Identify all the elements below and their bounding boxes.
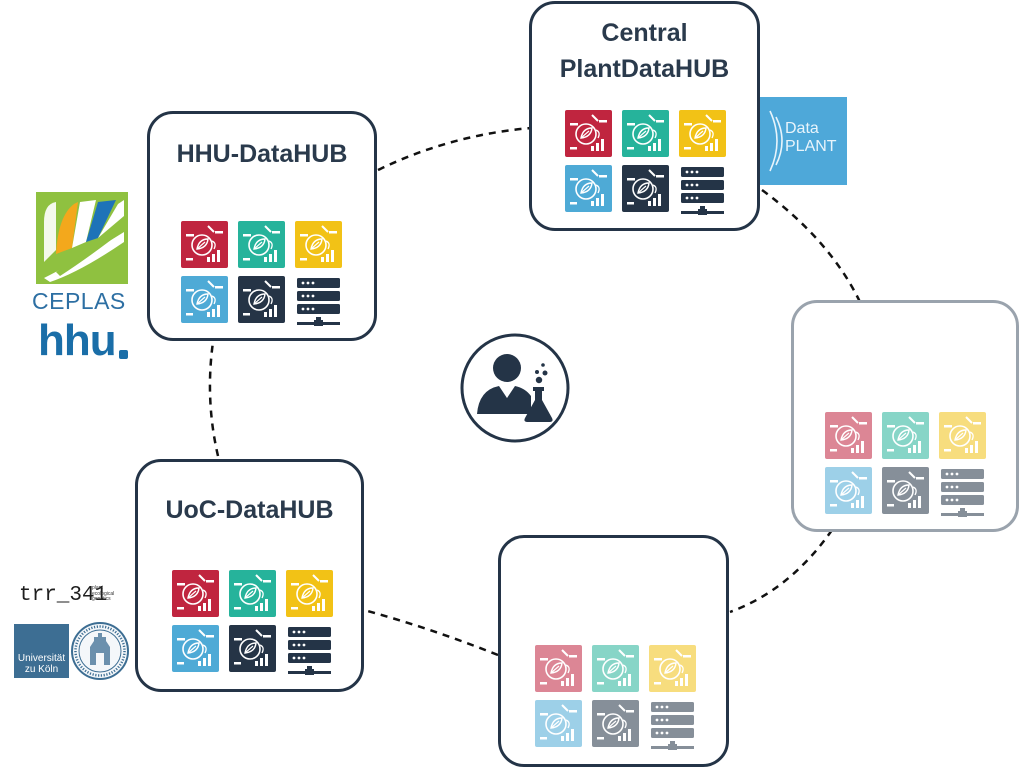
uni-koeln-seal-icon <box>71 622 129 680</box>
plant-data-tile-icon <box>939 412 986 459</box>
trr-sublabel: plant ecological genetics <box>92 585 115 602</box>
uni-koeln-label-line1: Universität <box>17 653 66 664</box>
plant-data-tile-icon <box>882 412 929 459</box>
connector-uoc-hhu <box>208 341 220 457</box>
central-plantdatahub: Central PlantDataHUB <box>529 1 760 231</box>
hub-title: HHU-DataHUB <box>176 140 348 168</box>
connector-bottom-uoc <box>363 608 499 657</box>
plant-data-tile-icon <box>565 110 612 157</box>
connector-hhu-central <box>377 126 532 172</box>
plant-data-tile-icon <box>238 221 285 268</box>
hub-title-line1: Central <box>601 19 688 47</box>
server-icon <box>286 625 333 677</box>
tile-grid <box>565 110 726 215</box>
plant-data-tile-icon <box>679 110 726 157</box>
hhu-logo-dot <box>119 350 128 359</box>
ceplas-label: CEPLAS <box>32 288 126 314</box>
plant-data-tile-icon <box>592 700 639 747</box>
trr-label: trr_341 <box>19 584 108 607</box>
connector-right-bottom <box>729 529 834 614</box>
plant-data-tile-icon <box>295 221 342 268</box>
server-icon <box>649 700 696 752</box>
uoc-datahub: UoC-DataHUB <box>135 459 364 692</box>
plant-data-tile-icon <box>592 645 639 692</box>
dataplant-logo: Data PLANT <box>760 97 847 185</box>
ceplas-logo <box>36 192 128 284</box>
plant-data-tile-icon <box>181 221 228 268</box>
plant-data-tile-icon <box>622 110 669 157</box>
plant-data-tile-icon <box>229 570 276 617</box>
server-icon <box>295 276 342 328</box>
plant-data-tile-icon <box>535 700 582 747</box>
dataplant-arc-icon <box>769 110 783 172</box>
dataplant-label: Data PLANT <box>785 120 837 156</box>
datahub-bottom-placeholder <box>498 535 729 767</box>
tile-grid <box>172 570 333 675</box>
plant-data-tile-icon <box>622 165 669 212</box>
uni-koeln-label-line2: zu Köln <box>24 664 59 675</box>
tile-grid <box>181 221 342 326</box>
hub-title-line2: PlantDataHUB <box>559 55 730 83</box>
hub-title: UoC-DataHUB <box>165 496 334 524</box>
plant-data-tile-icon <box>535 645 582 692</box>
server-icon <box>679 165 726 217</box>
uni-koeln-logo: Universität zu Köln <box>14 624 69 678</box>
dataplant-label-line2: PLANT <box>785 138 837 155</box>
hhu-datahub: HHU-DataHUB <box>147 111 377 341</box>
plant-data-tile-icon <box>825 467 872 514</box>
researcher-icon <box>460 333 570 443</box>
hhu-label: hhu <box>38 316 117 365</box>
plant-data-tile-icon <box>172 570 219 617</box>
plant-data-tile-icon <box>882 467 929 514</box>
plant-data-tile-icon <box>649 645 696 692</box>
uni-koeln-label: Universität zu Köln <box>14 653 69 675</box>
datahub-right-placeholder <box>791 300 1019 532</box>
tile-grid <box>825 412 986 517</box>
server-icon <box>939 467 986 519</box>
connector-central-right <box>761 188 862 303</box>
plant-data-tile-icon <box>172 625 219 672</box>
plant-data-tile-icon <box>825 412 872 459</box>
plant-data-tile-icon <box>565 165 612 212</box>
ceplas-leaf-icon <box>36 192 128 284</box>
dataplant-label-line1: Data <box>785 120 819 137</box>
tile-grid <box>535 645 696 750</box>
plant-data-tile-icon <box>229 625 276 672</box>
plant-data-tile-icon <box>181 276 228 323</box>
plant-data-tile-icon <box>286 570 333 617</box>
plant-data-tile-icon <box>238 276 285 323</box>
